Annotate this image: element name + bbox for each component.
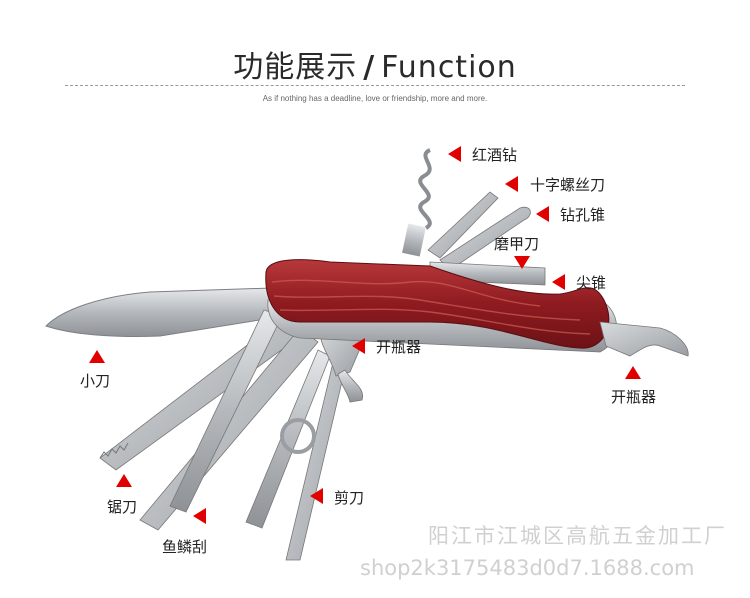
- label-saw: 锯刀: [107, 498, 138, 516]
- pointer-arrow-nail-file: [514, 256, 530, 269]
- label-screwdriver: 十字螺丝刀: [530, 176, 606, 194]
- bottle-opener-right-tool: [599, 321, 689, 357]
- pointer-arrow-corkscrew: [448, 146, 461, 162]
- pointer-arrow-scissors: [310, 488, 323, 504]
- title-en: Function: [381, 50, 517, 85]
- page-subtitle: As if nothing has a deadline, love or fr…: [262, 94, 488, 103]
- wood-grain: [271, 279, 591, 335]
- scissors-tool: [245, 349, 349, 561]
- label-bottle-opener-right: 开瓶器: [611, 388, 657, 406]
- label-bottle-opener-mid: 开瓶器: [376, 338, 422, 356]
- pointer-arrow-bottle-opener-right: [625, 366, 641, 379]
- label-fish-scaler: 鱼鳞刮: [162, 538, 208, 556]
- title-divider: [65, 85, 685, 86]
- reamer-tool: [439, 206, 531, 271]
- label-corkscrew: 红酒钻: [472, 146, 518, 164]
- fish-scaler-tool: [139, 309, 319, 531]
- label-scissors: 剪刀: [334, 489, 365, 507]
- pointer-arrow-fish-scaler: [193, 508, 206, 524]
- label-nail-file: 磨甲刀: [494, 235, 540, 253]
- screwdriver-tool: [427, 191, 499, 259]
- label-reamer: 钻孔锥: [560, 206, 606, 224]
- label-small-knife: 小刀: [80, 372, 111, 390]
- watermark-shop-url: shop2k3175483d0d7.1688.com: [360, 556, 695, 580]
- pointer-arrow-reamer: [536, 206, 549, 222]
- pointer-arrow-saw: [116, 474, 132, 487]
- title-separator: /: [363, 50, 376, 85]
- page-title: 功能展示/Function: [0, 42, 750, 86]
- title-cn: 功能展示: [233, 50, 358, 85]
- corkscrew-tool: [402, 148, 432, 257]
- pointer-arrow-bottle-opener-mid: [352, 338, 365, 354]
- pointer-arrow-awl: [552, 274, 565, 290]
- pointer-arrow-small-knife: [89, 350, 105, 363]
- small-knife-blade: [45, 287, 273, 338]
- wood-handle: [265, 259, 610, 349]
- bottle-opener-hook: [337, 369, 364, 403]
- pointer-arrow-screwdriver: [505, 176, 518, 192]
- label-awl: 尖锥: [576, 274, 607, 292]
- watermark-company: 阳江市江城区高航五金加工厂: [428, 524, 727, 548]
